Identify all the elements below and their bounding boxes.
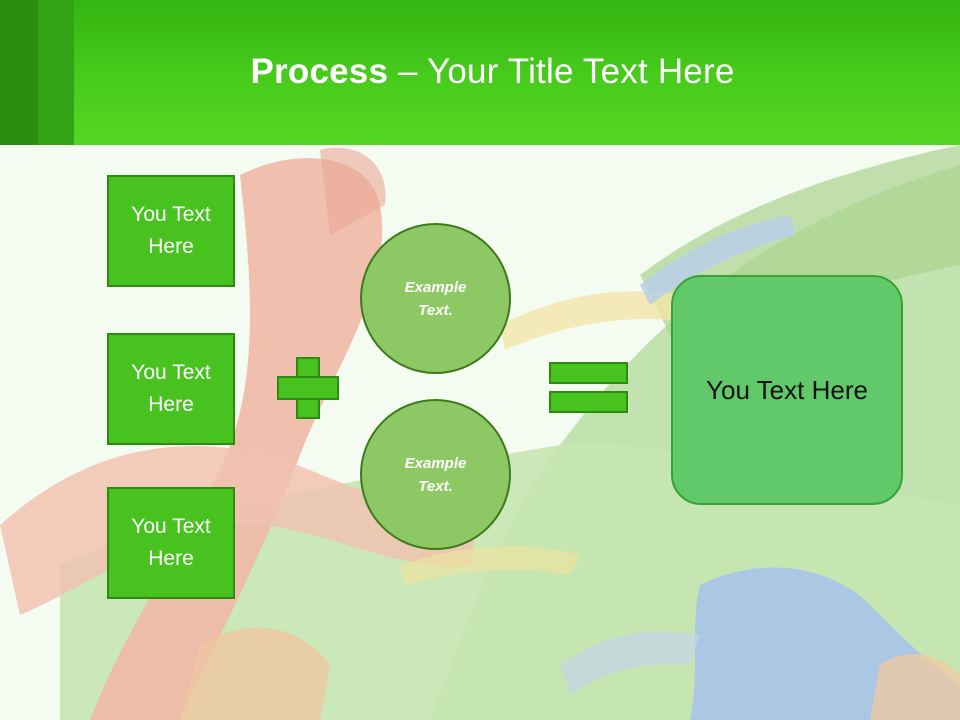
input-box-label: You Text Here: [131, 203, 211, 258]
title-bold: Process: [250, 52, 389, 91]
equals-icon-bottom: [549, 391, 628, 413]
input-box-label: You Text Here: [131, 515, 211, 570]
header-accent-bar: [38, 0, 74, 145]
example-circle-2: Example Text.: [360, 399, 511, 550]
input-box-2: You Text Here: [107, 333, 235, 445]
header-accent-bar: [0, 0, 38, 145]
equals-icon-top: [549, 362, 628, 384]
input-box-1: You Text Here: [107, 175, 235, 287]
circle-label: Example Text.: [404, 278, 467, 319]
result-box: You Text Here: [671, 275, 903, 505]
input-box-label: You Text Here: [131, 361, 211, 416]
title-rest: – Your Title Text Here: [388, 52, 735, 91]
example-circle-1: Example Text.: [360, 223, 511, 374]
circle-label: Example Text.: [404, 454, 467, 495]
plus-icon-center: [298, 378, 318, 398]
header-band: Process – Your Title Text Here: [0, 0, 960, 145]
input-box-3: You Text Here: [107, 487, 235, 599]
slide-title: Process – Your Title Text Here: [0, 52, 960, 92]
result-label: You Text Here: [706, 374, 868, 405]
